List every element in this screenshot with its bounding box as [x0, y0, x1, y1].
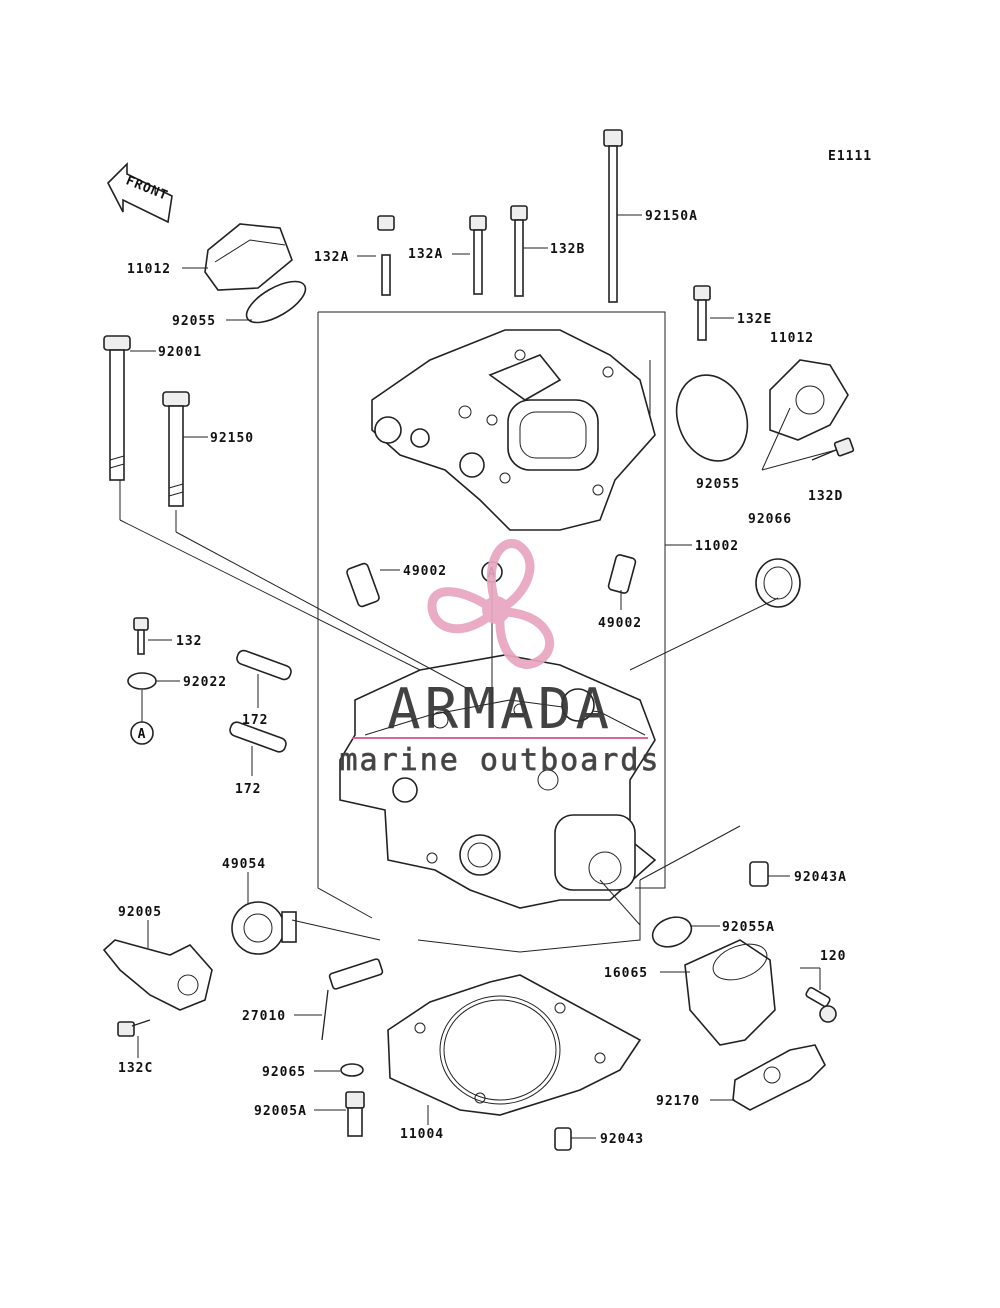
- stud-172-bottom: [229, 721, 287, 753]
- callout-172-bottom: 172: [235, 782, 261, 797]
- callout-92055-right: 92055: [696, 477, 740, 492]
- stud-172-top: [236, 649, 292, 681]
- bolt-132c: [117, 1019, 151, 1037]
- callout-49002-left: 49002: [403, 564, 447, 579]
- washer-92022: [127, 672, 157, 690]
- callout-92043a: 92043A: [794, 870, 847, 885]
- callout-132c: 132C: [118, 1061, 153, 1076]
- callout-132e: 132E: [737, 312, 772, 327]
- callout-11004: 11004: [400, 1127, 444, 1142]
- reference-a-left-label: A: [138, 727, 147, 742]
- bolt-132d: [811, 437, 855, 461]
- washer-92065: [340, 1063, 364, 1077]
- cylinder-head-cover: [371, 329, 656, 531]
- clamp-92170: [732, 1044, 826, 1111]
- callout-27010: 27010: [242, 1009, 286, 1024]
- front-arrow-icon: FRONT: [107, 162, 173, 224]
- dowel-pin-92043: [554, 1127, 572, 1151]
- callout-92150a: 92150A: [645, 209, 698, 224]
- bolt-92150: [162, 391, 190, 507]
- watermark-brand: ARMADA: [387, 677, 613, 742]
- spark-plug-27010: [321, 958, 384, 1041]
- callout-49054: 49054: [222, 857, 266, 872]
- bolt-132a-2: [469, 215, 487, 295]
- callout-92150: 92150: [210, 431, 254, 446]
- callout-92170: 92170: [656, 1094, 700, 1109]
- oil-seal-92066: [755, 558, 801, 608]
- propeller-logo-icon: [427, 539, 555, 669]
- diagram-code: E1111: [828, 149, 872, 164]
- o-ring-92055-right: [675, 374, 749, 462]
- bolt-132e: [693, 285, 711, 341]
- thermostat-49054: [231, 901, 297, 955]
- leader-132d-a: [761, 407, 791, 471]
- valve-lifter-49002-right: [607, 554, 637, 594]
- bolt-92001: [103, 335, 131, 481]
- reference-a-left: A: [130, 721, 154, 745]
- armada-watermark: ARMADA marine outboards: [339, 539, 661, 778]
- callout-92022: 92022: [183, 675, 227, 690]
- callout-16065: 16065: [604, 966, 648, 981]
- fitting-92005a: [345, 1091, 365, 1137]
- callout-49002-right: 49002: [598, 616, 642, 631]
- cam-cap-11012-right: [769, 359, 849, 441]
- callout-92005: 92005: [118, 905, 162, 920]
- cylinder-head: [339, 654, 657, 909]
- callout-132a-1: 132A: [314, 250, 349, 265]
- o-ring-92055-top: [245, 280, 307, 324]
- callout-132d: 132D: [808, 489, 843, 504]
- watermark-tagline: marine outboards: [340, 743, 661, 778]
- o-ring-92055a: [651, 916, 693, 948]
- head-gasket-11004: [387, 974, 642, 1116]
- dowel-pin-92043a: [749, 861, 769, 887]
- callout-11012-left: 11012: [127, 262, 171, 277]
- callout-11002: 11002: [695, 539, 739, 554]
- callout-172-top: 172: [242, 713, 268, 728]
- callout-132a-2: 132A: [408, 247, 443, 262]
- leader-lines: [119, 214, 821, 1139]
- callout-92066: 92066: [748, 512, 792, 527]
- bolt-132a-1: [377, 215, 395, 296]
- intake-joint-16065: [684, 939, 776, 1046]
- bolt-132: [133, 617, 149, 655]
- callout-132: 132: [176, 634, 202, 649]
- leader-132d-b: [761, 449, 837, 471]
- callout-92005a: 92005A: [254, 1104, 307, 1119]
- bolt-132b: [510, 205, 528, 297]
- callout-11012-right: 11012: [770, 331, 814, 346]
- callout-92055-top: 92055: [172, 314, 216, 329]
- water-pipe-92005: [102, 939, 213, 1011]
- callout-132b: 132B: [550, 242, 585, 257]
- callout-92065: 92065: [262, 1065, 306, 1080]
- valve-lifter-49002-left: [346, 562, 380, 608]
- callout-120: 120: [820, 949, 846, 964]
- cam-cap-11012-left: [204, 223, 293, 291]
- callout-92055a: 92055A: [722, 920, 775, 935]
- callout-92043: 92043: [600, 1132, 644, 1147]
- bolt-92150a: [603, 129, 623, 303]
- screw-120: [805, 986, 837, 1023]
- callout-92001: 92001: [158, 345, 202, 360]
